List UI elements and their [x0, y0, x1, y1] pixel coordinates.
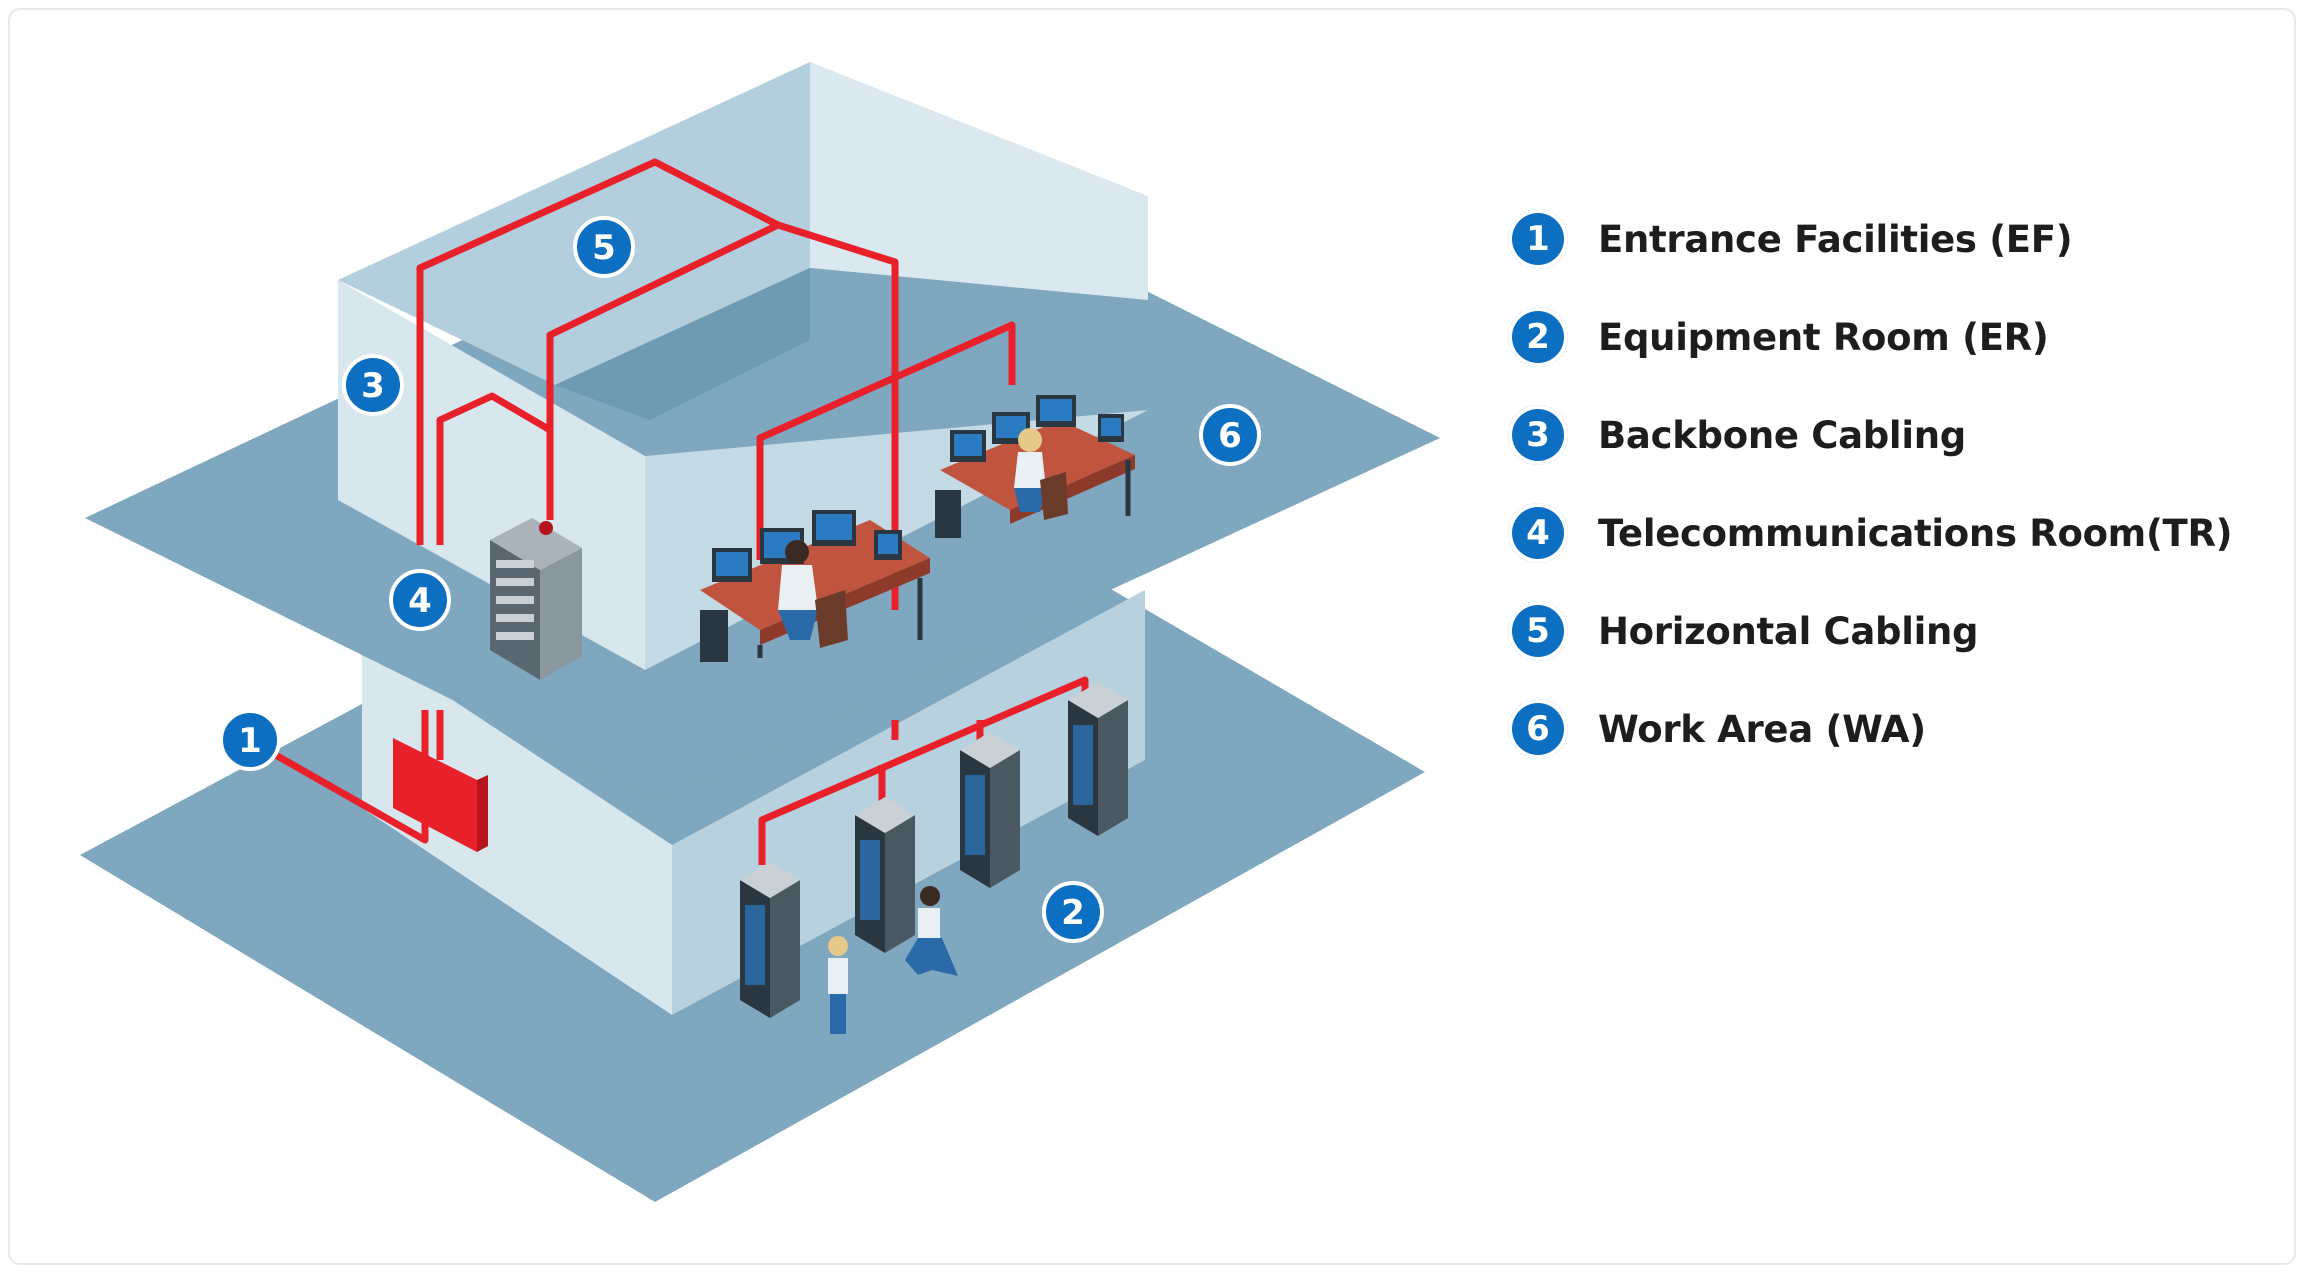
entrance-facility-box-side [477, 775, 488, 852]
badge-work-area: 6 [1199, 404, 1261, 466]
badge-label: 1 [238, 721, 262, 761]
legend-item-backbone-cabling: 3 Backbone Cabling [1508, 404, 2268, 466]
legend-label: Work Area (WA) [1598, 707, 1926, 751]
upper-back-wall [338, 62, 810, 385]
server-rack [1068, 682, 1128, 836]
horizontal-cable-1 [546, 221, 780, 520]
server-rack [960, 732, 1020, 888]
legend-label: Backbone Cabling [1598, 413, 1966, 457]
entrance-cable [256, 710, 429, 844]
telecom-rack [490, 518, 582, 680]
upper-inner-shadow [555, 268, 810, 420]
legend-label: Entrance Facilities (EF) [1598, 217, 2073, 261]
upper-inner-floor [555, 268, 1148, 456]
legend-number-badge: 6 [1508, 699, 1568, 759]
legend-item-equipment-room: 2 Equipment Room (ER) [1508, 306, 2268, 368]
badge-label: 2 [1061, 893, 1085, 933]
legend-label: Equipment Room (ER) [1598, 315, 2049, 359]
legend-number-badge: 4 [1508, 503, 1568, 563]
horizontal-cable-2 [756, 321, 1016, 560]
legend-number-badge: 1 [1508, 209, 1568, 269]
workstation-2 [935, 395, 1135, 538]
legend-number-badge: 5 [1508, 601, 1568, 661]
badge-label: 5 [592, 228, 616, 268]
legend-item-entrance-facilities: 1 Entrance Facilities (EF) [1508, 208, 2268, 270]
badge-label: 6 [1218, 416, 1242, 456]
legend: 1 Entrance Facilities (EF) 2 Equipment R… [1508, 208, 2268, 796]
legend-label: Telecommunications Room(TR) [1598, 511, 2233, 555]
equipment-room-cable [758, 676, 1089, 865]
legend-item-work-area: 6 Work Area (WA) [1508, 698, 2268, 760]
badge-label: 3 [361, 366, 385, 406]
badge-entrance-facilities: 1 [219, 709, 281, 771]
badge-backbone-cabling: 3 [342, 354, 404, 416]
badge-telecommunications-room: 4 [389, 569, 451, 631]
badge-equipment-room: 2 [1042, 881, 1104, 943]
backbone-cable [416, 158, 899, 610]
legend-number-badge: 3 [1508, 405, 1568, 465]
upper-back-right-wall [810, 62, 1148, 300]
badge-horizontal-cabling: 5 [573, 216, 635, 278]
legend-item-horizontal-cabling: 5 Horizontal Cabling [1508, 600, 2268, 662]
equipment-racks [740, 682, 1128, 1034]
legend-number-badge: 2 [1508, 307, 1568, 367]
server-rack [740, 862, 800, 1018]
legend-item-telecommunications-room: 4 Telecommunications Room(TR) [1508, 502, 2268, 564]
badge-label: 4 [408, 581, 432, 621]
server-rack [855, 797, 915, 953]
building-cabling-diagram: 1 2 3 4 5 6 [80, 62, 1440, 1202]
technician-1 [828, 936, 848, 1034]
workstation-1 [700, 510, 930, 662]
legend-label: Horizontal Cabling [1598, 609, 1979, 653]
technician-2 [905, 886, 958, 976]
entrance-facility-box [393, 738, 477, 852]
